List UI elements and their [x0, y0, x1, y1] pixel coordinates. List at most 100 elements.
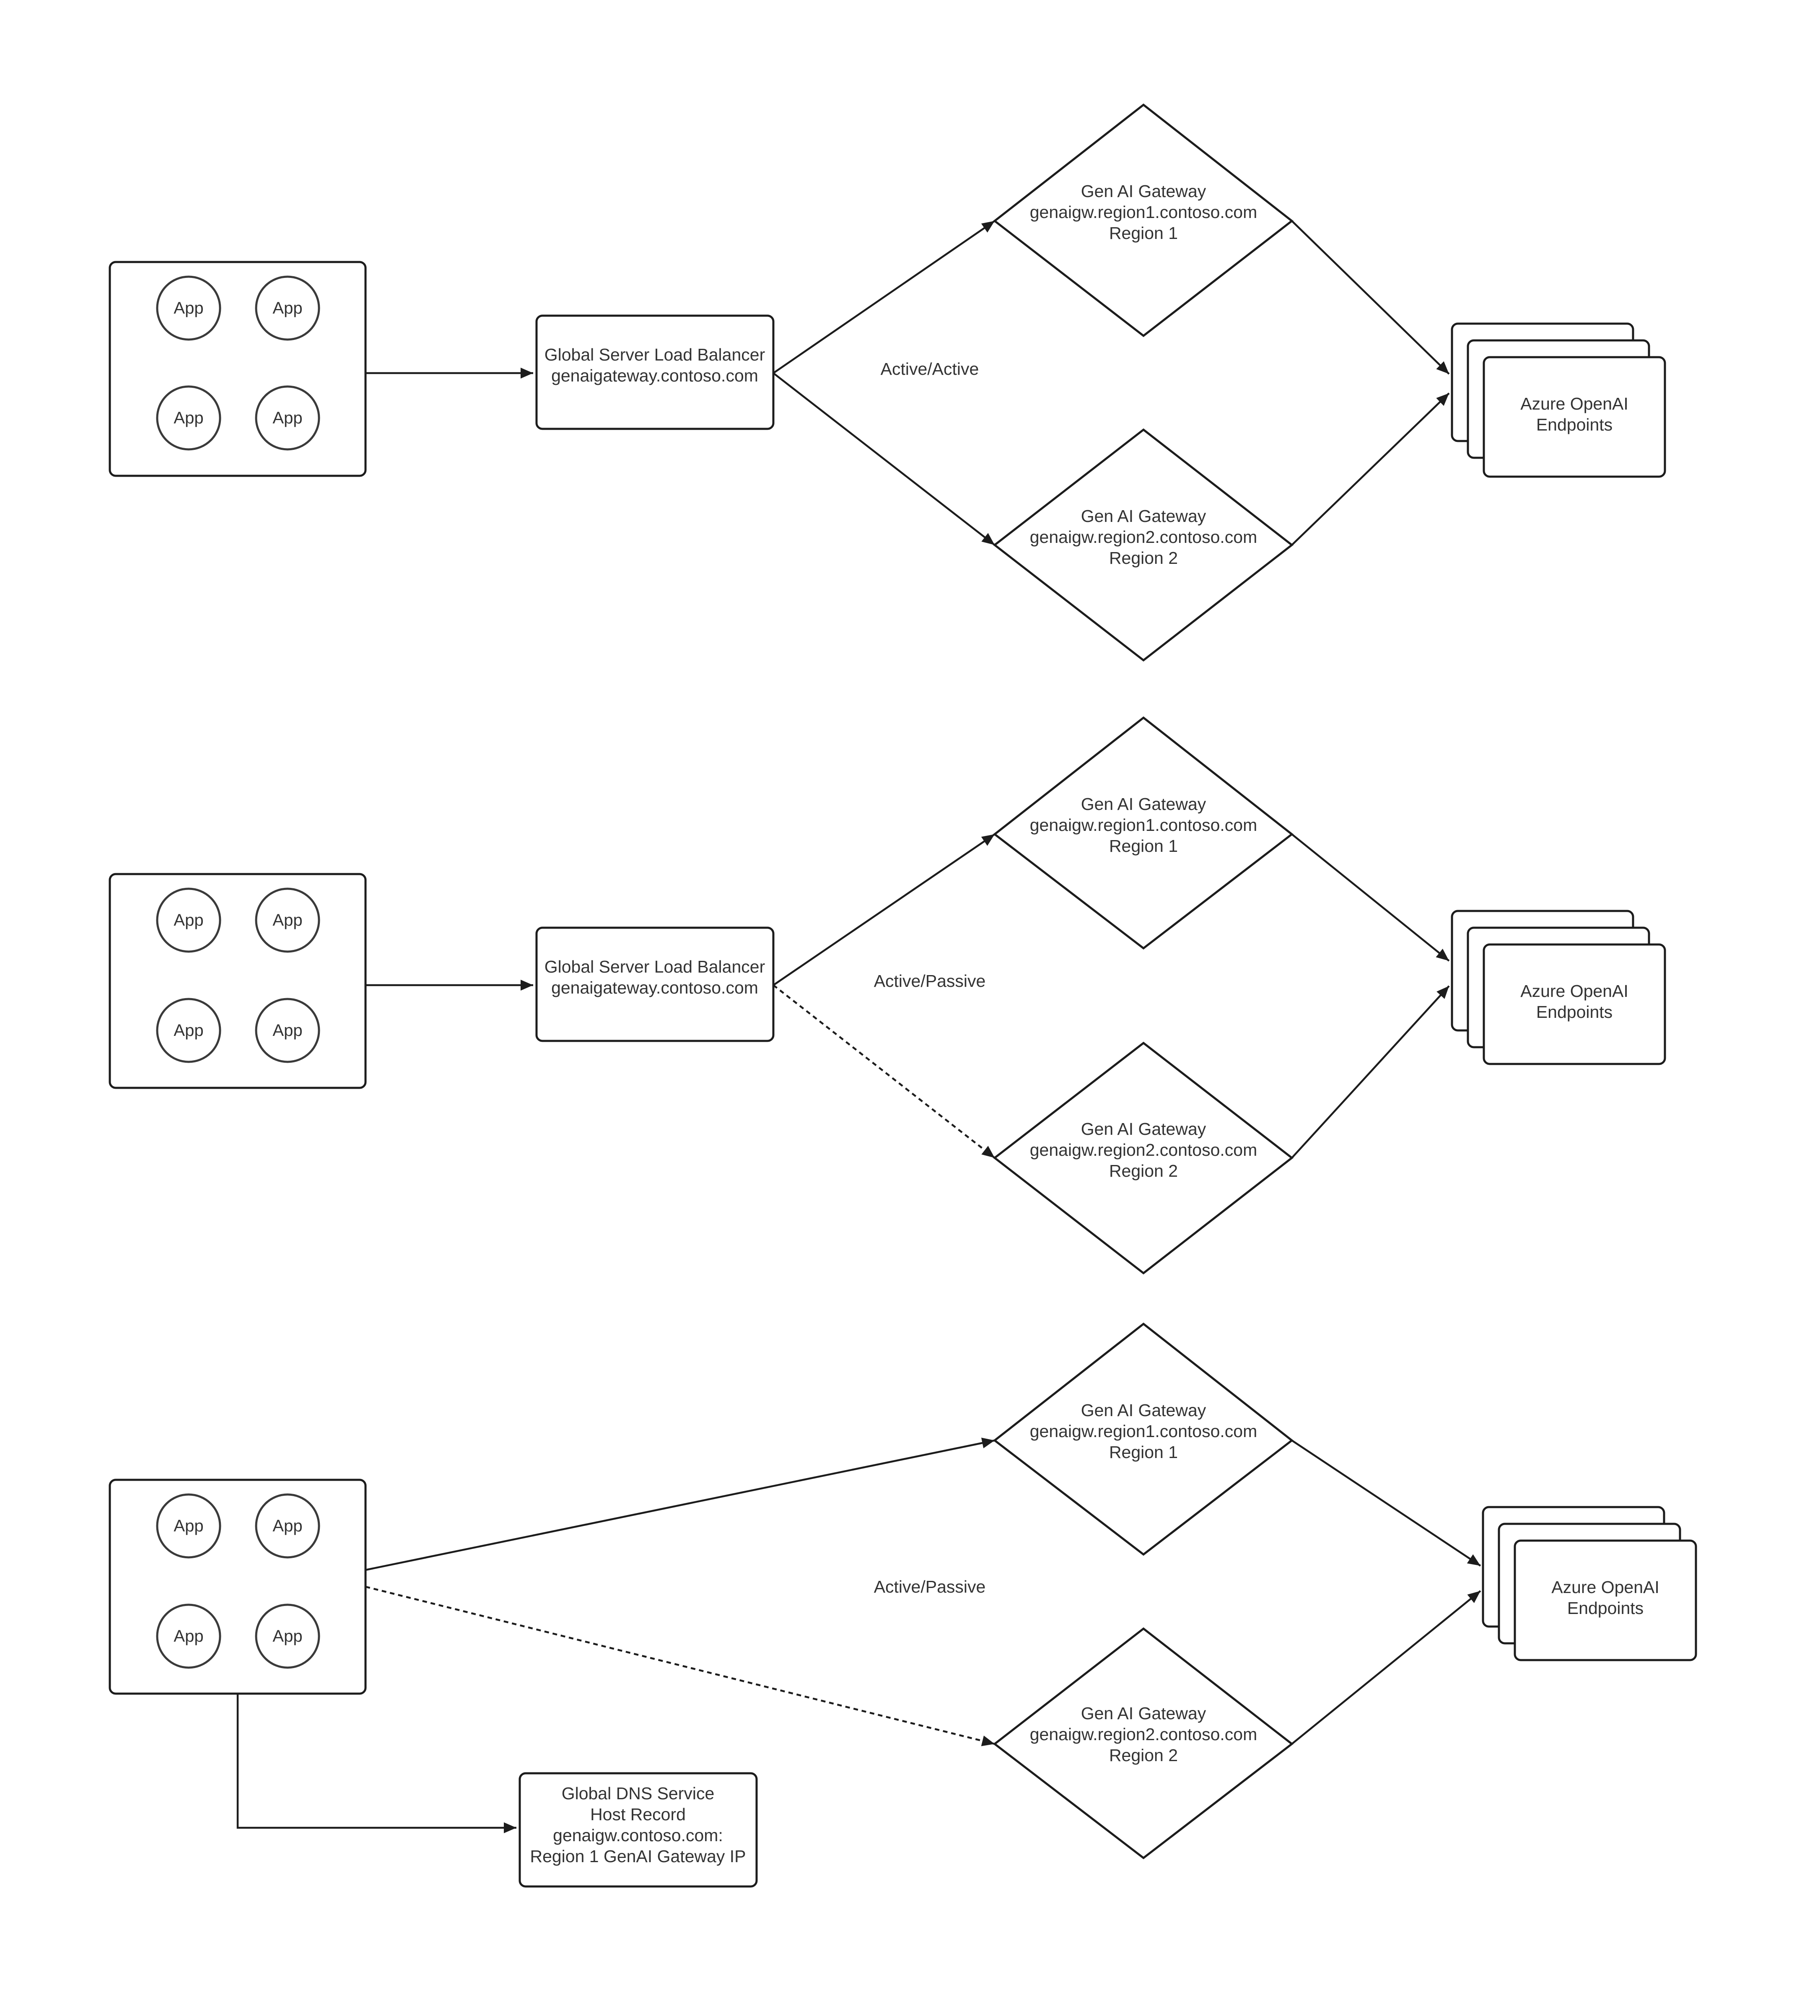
- app-node: App: [255, 887, 320, 953]
- scenario-active-active: App App App App Global Server Load Balan…: [109, 103, 1666, 662]
- azure-openai-endpoints: Azure OpenAI Endpoints: [1451, 322, 1666, 478]
- edge-gateway-region2-to-endpoints: [1291, 392, 1450, 546]
- apps-container: [109, 261, 367, 477]
- apps-container: [109, 1479, 367, 1695]
- svg-text:App: App: [272, 299, 302, 317]
- svg-text:App: App: [174, 299, 203, 317]
- arrowhead: [1467, 1554, 1480, 1566]
- svg-text:genaigw.region2.contoso.com: genaigw.region2.contoso.com: [1030, 527, 1257, 547]
- svg-text:Gen AI Gateway: Gen AI Gateway: [1081, 1704, 1206, 1723]
- gen-ai-gateway-region2: Gen AI Gateway genaigw.region2.contoso.c…: [993, 1627, 1294, 1860]
- app-node: App: [156, 998, 221, 1063]
- arrowhead: [1436, 949, 1449, 961]
- arrowhead: [1436, 361, 1449, 374]
- svg-text:Region 1 GenAI Gateway IP: Region 1 GenAI Gateway IP: [530, 1847, 746, 1866]
- arrowhead: [981, 533, 995, 545]
- svg-text:App: App: [272, 1021, 302, 1040]
- mode-label: Active/Passive: [874, 971, 986, 991]
- gen-ai-gateway-region1: Gen AI Gateway genaigw.region1.contoso.c…: [993, 716, 1294, 950]
- scenario-active-passive-glb: App App App App Global Server Load Balan…: [109, 716, 1666, 1275]
- apps-container: [109, 873, 367, 1089]
- svg-text:genaigw.region2.contoso.com: genaigw.region2.contoso.com: [1030, 1140, 1257, 1160]
- app-node: App: [156, 887, 221, 953]
- svg-text:Region 2: Region 2: [1109, 1161, 1178, 1181]
- svg-text:Azure OpenAI: Azure OpenAI: [1520, 981, 1628, 1001]
- edge-gateway-region1-to-endpoints: [1291, 1440, 1481, 1567]
- svg-text:Host Record: Host Record: [590, 1805, 686, 1824]
- app-node: App: [156, 1493, 221, 1559]
- scenario-active-passive-dns: App App App App Gen AI Gateway genaigw.r…: [109, 1322, 1697, 1888]
- svg-text:Region 1: Region 1: [1109, 1443, 1178, 1462]
- app-node: App: [255, 998, 320, 1063]
- svg-text:Gen AI Gateway: Gen AI Gateway: [1081, 182, 1206, 201]
- arrowhead: [981, 1146, 995, 1158]
- arrowhead: [521, 980, 533, 991]
- apps-group: App App App App: [109, 1479, 367, 1695]
- arrowhead: [981, 834, 995, 846]
- mode-label: Active/Active: [881, 359, 979, 379]
- svg-text:App: App: [174, 1517, 203, 1535]
- arrowhead: [1436, 986, 1449, 999]
- svg-text:App: App: [174, 409, 203, 427]
- svg-text:genaigw.region2.contoso.com: genaigw.region2.contoso.com: [1030, 1725, 1257, 1744]
- svg-text:Azure OpenAI: Azure OpenAI: [1520, 394, 1628, 413]
- arrowheads: [504, 221, 1480, 1833]
- svg-text:genaigw.region1.contoso.com: genaigw.region1.contoso.com: [1030, 1422, 1257, 1441]
- app-node: App: [255, 385, 320, 451]
- edge-gateway-region2-to-endpoints: [1291, 985, 1450, 1159]
- arrowhead: [981, 1736, 995, 1746]
- svg-text:Endpoints: Endpoints: [1536, 415, 1613, 434]
- apps-group: App App App App: [109, 261, 367, 477]
- svg-text:genaigateway.contoso.com: genaigateway.contoso.com: [551, 366, 758, 385]
- gen-ai-gateway-region1: Gen AI Gateway genaigw.region1.contoso.c…: [993, 1322, 1294, 1556]
- edge-glb-to-gateway-region1: [773, 833, 996, 986]
- svg-text:Endpoints: Endpoints: [1567, 1598, 1644, 1618]
- svg-text:App: App: [272, 409, 302, 427]
- svg-text:Region 1: Region 1: [1109, 836, 1178, 856]
- svg-text:Azure OpenAI: Azure OpenAI: [1551, 1578, 1659, 1597]
- edge-gateway-region1-to-endpoints: [1291, 833, 1450, 962]
- arrowhead: [1467, 1591, 1480, 1603]
- svg-text:Gen AI Gateway: Gen AI Gateway: [1081, 794, 1206, 814]
- svg-text:Gen AI Gateway: Gen AI Gateway: [1081, 1401, 1206, 1420]
- svg-text:Region 2: Region 2: [1109, 1746, 1178, 1765]
- global-dns-service: Global DNS Service Host Record genaigw.c…: [519, 1772, 758, 1888]
- azure-openai-endpoints: Azure OpenAI Endpoints: [1482, 1506, 1697, 1661]
- app-node: App: [156, 385, 221, 451]
- svg-text:genaigateway.contoso.com: genaigateway.contoso.com: [551, 978, 758, 997]
- global-server-load-balancer: Global Server Load Balancer genaigateway…: [535, 926, 775, 1042]
- svg-text:App: App: [272, 1627, 302, 1645]
- arrowhead: [981, 221, 995, 233]
- gen-ai-gateway-region2: Gen AI Gateway genaigw.region2.contoso.c…: [993, 428, 1294, 662]
- app-node: App: [255, 275, 320, 341]
- edge-glb-to-gateway-region2-passive: [773, 984, 996, 1159]
- svg-text:genaigw.region1.contoso.com: genaigw.region1.contoso.com: [1030, 815, 1257, 835]
- svg-text:Gen AI Gateway: Gen AI Gateway: [1081, 506, 1206, 526]
- svg-text:Global Server Load Balancer: Global Server Load Balancer: [544, 957, 765, 976]
- app-node: App: [156, 1603, 221, 1669]
- edge-glb-to-gateway-region1: [773, 220, 996, 374]
- svg-text:Region 2: Region 2: [1109, 548, 1178, 568]
- edge-apps-to-gateway-region2-passive: [365, 1585, 995, 1745]
- svg-text:App: App: [272, 911, 302, 929]
- edge-apps-to-dns: [236, 1694, 516, 1829]
- svg-text:Global DNS Service: Global DNS Service: [562, 1784, 715, 1803]
- edge-glb-to-gateway-region2: [773, 372, 996, 546]
- svg-text:genaigw.contoso.com:: genaigw.contoso.com:: [553, 1826, 723, 1845]
- apps-group: App App App App: [109, 873, 367, 1089]
- svg-text:App: App: [272, 1517, 302, 1535]
- mode-label: Active/Passive: [874, 1577, 986, 1596]
- edge-gateway-region1-to-endpoints: [1291, 220, 1450, 375]
- svg-text:Global Server Load Balancer: Global Server Load Balancer: [544, 345, 765, 364]
- gen-ai-gateway-region2: Gen AI Gateway genaigw.region2.contoso.c…: [993, 1041, 1294, 1275]
- svg-text:App: App: [174, 1627, 203, 1645]
- svg-text:App: App: [174, 911, 203, 929]
- arrowhead: [521, 368, 533, 379]
- svg-text:Gen AI Gateway: Gen AI Gateway: [1081, 1119, 1206, 1139]
- svg-text:Endpoints: Endpoints: [1536, 1002, 1613, 1022]
- svg-text:genaigw.region1.contoso.com: genaigw.region1.contoso.com: [1030, 202, 1257, 222]
- svg-text:Region 1: Region 1: [1109, 223, 1178, 243]
- edge-gateway-region2-to-endpoints: [1291, 1590, 1481, 1745]
- app-node: App: [156, 275, 221, 341]
- svg-text:App: App: [174, 1021, 203, 1040]
